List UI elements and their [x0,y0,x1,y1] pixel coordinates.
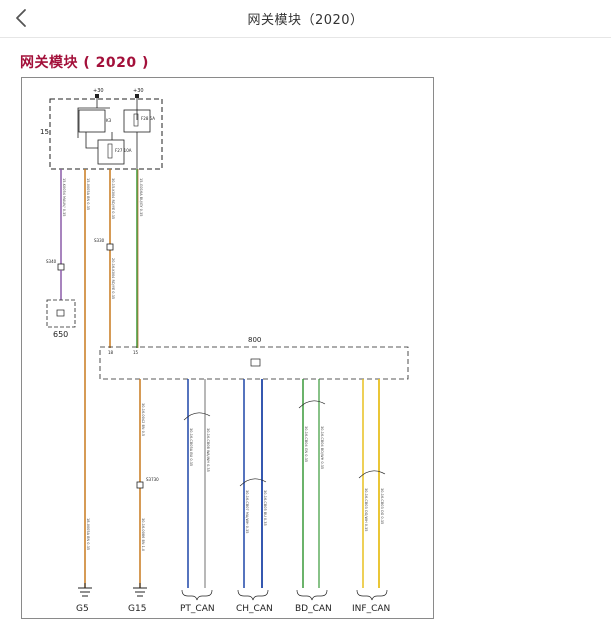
wire-label-w1: 15-K0054 MAUV/ 0.35 [62,178,66,217]
page-heading: 网关模块 ( 2020 ) [20,55,149,71]
wiring-diagram-svg: 15 +30 +30 K3 F28 5A F27 10A 15-K0054 MA… [40,88,409,614]
chevron-left-icon [16,9,26,27]
fuse-box-outline [49,98,163,170]
pin-m800-top-left: 18 [108,350,114,355]
wire-label-ch1: 30-16-CB07 MA/WH 0.35 [245,490,249,533]
pin-m800-top-right: 15 [133,350,139,355]
fuse-f27 [97,139,125,165]
wire-label-inf1: 30-16-CB03 OG/WH 0.35 [364,488,368,532]
module-650-icon [56,309,65,317]
label-g5: G5 [76,604,89,614]
wire-label-pt1: 30-16-CB05A BU 0.35 [189,428,193,466]
power-pin-left [95,94,99,98]
ground-g15-icon [133,583,147,597]
wiring-diagram[interactable]: 15 +30 +30 K3 F28 5A F27 10A 15-K0054 MA… [21,77,434,619]
splice-s3730 [136,481,144,489]
fuse-f27-label: F27 10A [115,148,132,153]
wire-label-w8: 30-16-0042 BN 0.5 [141,403,145,436]
fuse-f28-label: F28 5A [141,116,155,121]
relay-k3 [78,109,106,133]
label-bd-can: BD_CAN [295,604,332,614]
label-g15: G15 [128,604,146,614]
label-inf-can: INF_CAN [352,604,390,614]
top-navigation-bar: 网关模块（2020） [0,0,611,38]
nav-title: 网关模块（2020） [247,13,364,28]
splice-s3730-label: S3730 [146,477,159,482]
module-800-label: 800 [248,336,261,344]
internal-wiring-2 [85,132,138,170]
brace-bd-can [296,589,328,601]
wire-label-w3: 30-15-K004 RD/YE 0.35 [111,178,115,219]
wire-label-w2: 15-0005A BN 0.35 [86,178,90,210]
power-pin-left-label: +30 [93,88,104,94]
wire-label-pt2: 30-16-CB0B WA/WH 0.35 [206,428,210,472]
back-button[interactable] [8,4,36,32]
label-pt-can: PT_CAN [180,604,215,614]
twist-ch-can [239,478,267,487]
wire-label-ch2: 30-16-CB05 BU 0.35 [263,490,267,526]
internal-wiring [77,98,138,138]
wire-label-bd2: 30-16-CB04 BO/WH 0.35 [320,426,324,469]
splice-s340-label: S340 [46,259,57,264]
twist-bd-can [298,400,326,409]
brace-inf-can [356,589,388,601]
splice-s340 [57,263,65,271]
relay-k3-label: K3 [106,118,112,123]
fuse-box-label: 15 [40,128,49,136]
wire-label-w5: 15-G016A BU/GY 0.35 [139,178,143,216]
wire-label-inf2: 30-16-CB03 OG 0.35 [380,488,384,524]
wire-label-w10: 18-0005A BN 0.35 [86,518,90,550]
fuse-f27-element [107,143,113,159]
brace-pt-can [181,589,213,601]
splice-s330 [106,243,114,251]
splice-s330-label: S330 [94,238,105,243]
wire-label-w7: 20-16-K004 RD/YE 0.35 [111,258,115,299]
module-650-label: 650 [53,330,68,339]
power-pin-right [135,94,139,98]
fuse-f28-element [133,113,139,127]
module-650-outline [46,299,76,328]
power-pin-right-label: +30 [133,88,144,94]
wire-label-bd1: 30-16-CB04 GN 0.35 [304,426,308,462]
brace-ch-can [237,589,269,601]
twist-inf-can [358,470,386,479]
module-800-outline [99,346,409,380]
ground-g5-icon [78,583,92,597]
wire-label-w9: 30-16-0086 BN 1.0 [141,518,145,551]
twist-pt-can [183,412,211,421]
label-ch-can: CH_CAN [236,604,273,614]
module-800-icon [250,358,261,367]
